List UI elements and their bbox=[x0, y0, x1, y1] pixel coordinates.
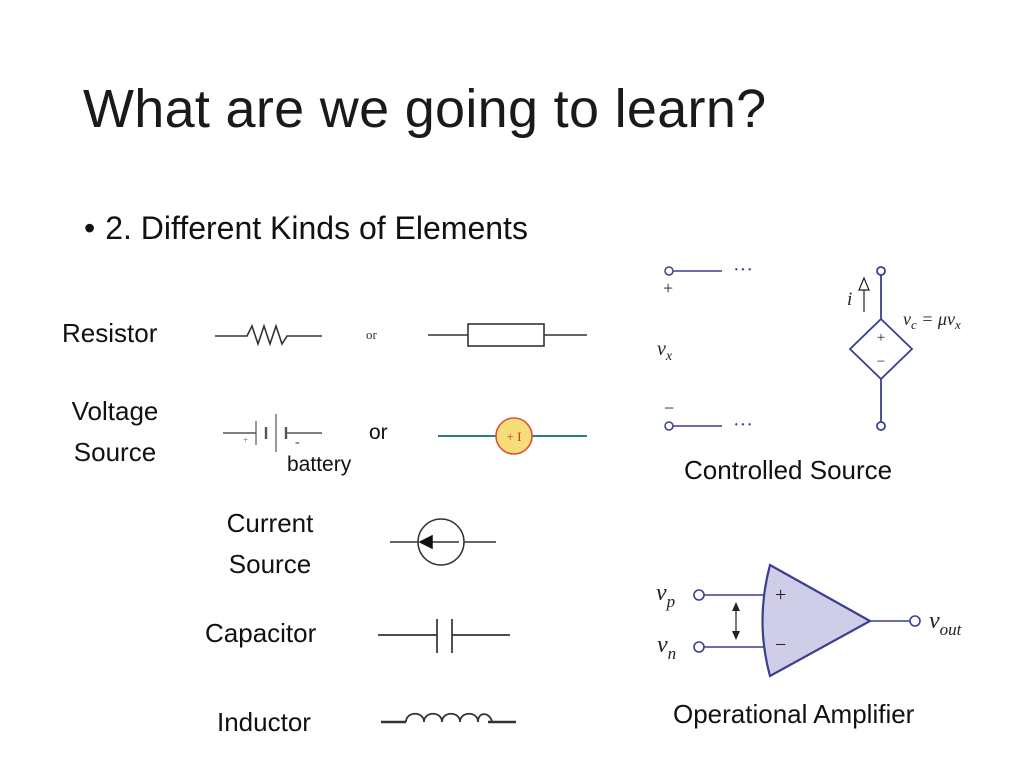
current-source-label-line2: Source bbox=[228, 549, 312, 579]
current-source-symbol bbox=[390, 518, 496, 566]
battery-minus-sign: - bbox=[295, 435, 300, 450]
op-amp-minus: − bbox=[775, 634, 786, 656]
op-amp-plus: + bbox=[775, 584, 786, 606]
current-arrow-icon bbox=[858, 276, 870, 312]
battery-or-label: or bbox=[369, 421, 388, 444]
controlled-source-equation: vc = μvx bbox=[903, 309, 961, 332]
voltage-source-circle-symbol bbox=[438, 417, 587, 455]
bullet-item: •2. Different Kinds of Elements bbox=[84, 210, 528, 247]
controlled-source-terminals bbox=[664, 266, 722, 431]
dependent-source-minus: − bbox=[877, 354, 885, 370]
controlled-source-current-label: i bbox=[847, 289, 852, 310]
voltage-source-label: Voltage Source bbox=[50, 391, 180, 473]
bullet-text: 2. Different Kinds of Elements bbox=[105, 210, 528, 246]
resistor-box-symbol bbox=[428, 323, 587, 347]
op-amp-caption: Operational Amplifier bbox=[673, 699, 915, 729]
capacitor-symbol bbox=[378, 619, 510, 653]
voltage-source-label-line1: Voltage bbox=[71, 396, 159, 426]
current-source-label: Current Source bbox=[205, 503, 335, 585]
op-amp-vn-label: vn bbox=[657, 632, 676, 663]
controlled-source-minus: − bbox=[664, 398, 674, 418]
controlled-source-caption: Controlled Source bbox=[684, 455, 893, 485]
battery-label: battery bbox=[287, 453, 352, 476]
inductor-label: Inductor bbox=[217, 707, 311, 737]
bullet-dot: • bbox=[84, 210, 96, 246]
dependent-source-symbol bbox=[848, 266, 914, 431]
voltage-source-label-line2: Source bbox=[73, 437, 157, 467]
capacitor-label: Capacitor bbox=[205, 618, 317, 648]
controlled-source-vx: vx bbox=[657, 338, 673, 364]
resistor-zigzag-symbol bbox=[215, 323, 322, 347]
current-source-label-line1: Current bbox=[226, 508, 314, 538]
controlled-source-dots-top: ··· bbox=[733, 259, 753, 281]
op-amp-vout-label: vout bbox=[929, 608, 963, 639]
resistor-label: Resistor bbox=[62, 318, 158, 348]
op-amp-vp-label: vp bbox=[656, 580, 675, 611]
voltage-source-sign: + I bbox=[507, 429, 522, 444]
slide-title: What are we going to learn? bbox=[83, 79, 767, 139]
battery-symbol bbox=[223, 414, 322, 452]
controlled-source-plus: + bbox=[663, 278, 673, 298]
resistor-or-text: or bbox=[366, 327, 378, 342]
battery-plus-sign: + bbox=[243, 435, 248, 445]
op-amp-symbol bbox=[693, 563, 921, 678]
inductor-symbol bbox=[381, 712, 516, 724]
dependent-source-plus: + bbox=[877, 330, 885, 346]
controlled-source-dots-bottom: ··· bbox=[733, 414, 753, 436]
